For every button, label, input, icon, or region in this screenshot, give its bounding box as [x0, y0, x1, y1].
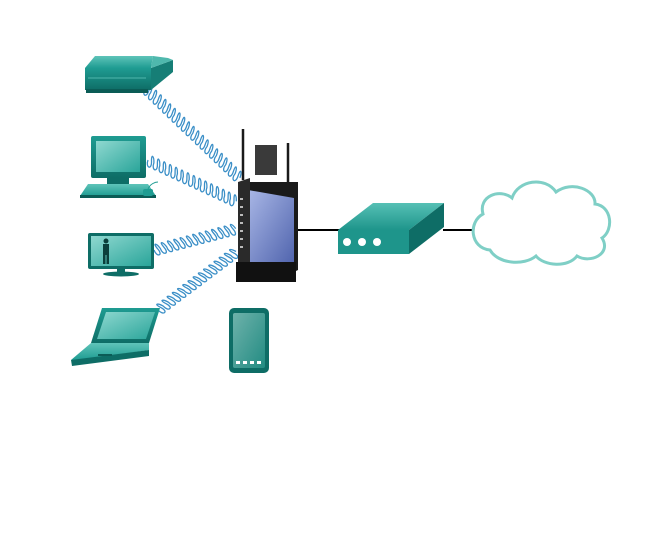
- cloud-icon: [471, 180, 612, 266]
- cable-modem-icon[interactable]: [338, 203, 444, 254]
- tablet-icon[interactable]: [229, 308, 269, 373]
- wireless-router-icon[interactable]: [236, 129, 298, 282]
- wireless-link-smart-tv: [153, 223, 237, 256]
- smart-tv-icon[interactable]: [88, 233, 154, 277]
- printer-icon[interactable]: [85, 56, 173, 93]
- wireless-link-laptop: [156, 248, 239, 314]
- laptop-icon[interactable]: [71, 308, 160, 366]
- wireless-link-desktop-pc: [146, 155, 237, 207]
- wireless-link-printer: [143, 85, 242, 182]
- desktop-computer-icon[interactable]: [80, 136, 159, 198]
- wireless-links: [143, 85, 242, 314]
